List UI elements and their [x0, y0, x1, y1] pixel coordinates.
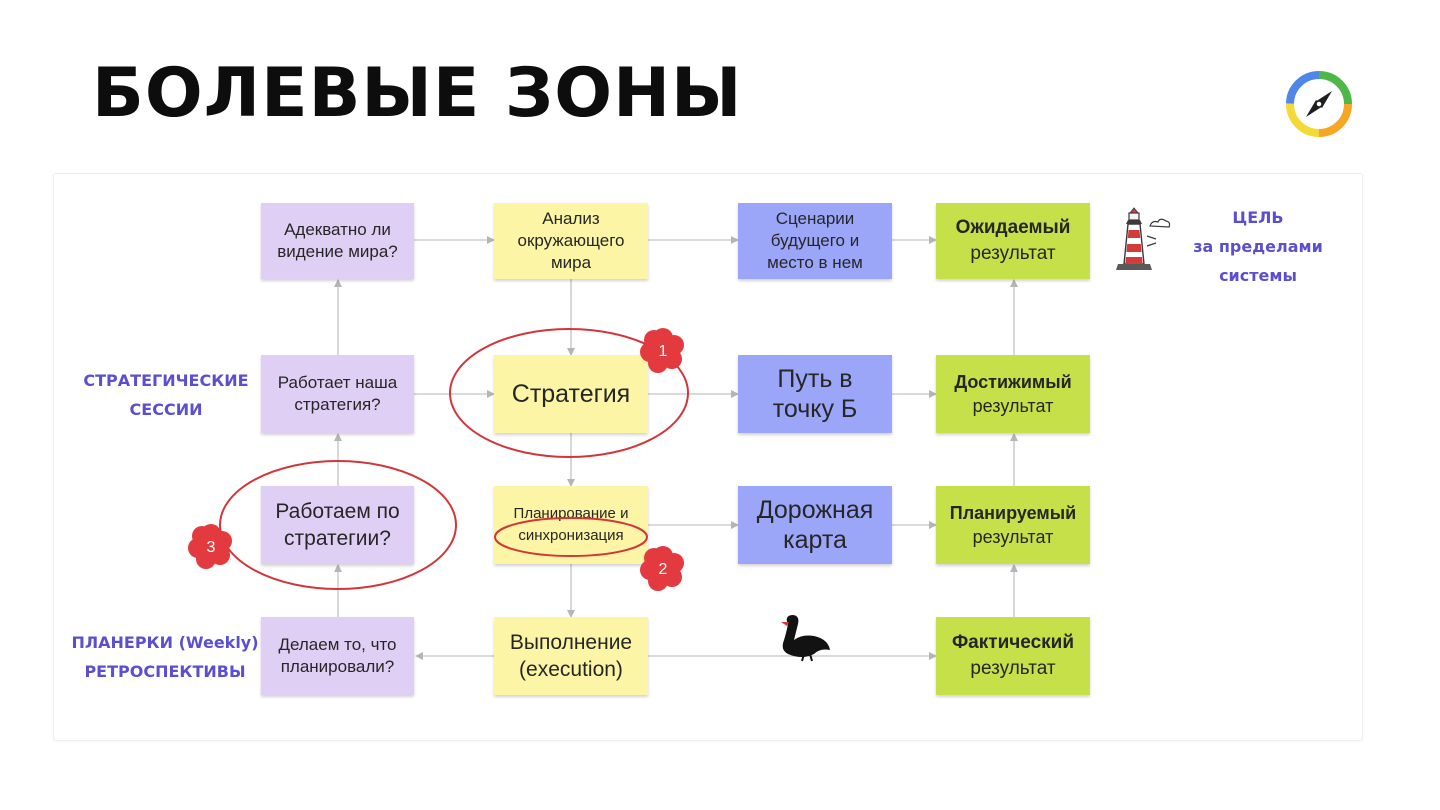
node-planned-result-rest: результат: [972, 527, 1054, 547]
note-goal-outside-system: ЦЕЛЬ за пределами системы: [1193, 208, 1323, 285]
node-doing-planned-question: Делаем то, что планировали?: [261, 617, 414, 695]
node-expected-result-bold: Ожидаемый: [955, 217, 1071, 239]
node-planning-sync: Планирование и синхронизация: [494, 486, 648, 564]
node-actual-result: Фактический результат: [936, 617, 1090, 695]
lighthouse-icon: [1116, 207, 1171, 270]
node-planned-result: Планируемый результат: [936, 486, 1090, 564]
node-world-view-question: Адекватно ли видение мира?: [261, 203, 414, 279]
node-achievable-result-rest: результат: [972, 396, 1054, 416]
page-title: БОЛЕВЫЕ ЗОНЫ: [92, 54, 743, 133]
node-achievable-result-bold: Достижимый: [954, 371, 1072, 392]
node-planned-result-bold: Планируемый: [949, 502, 1077, 523]
note-meetings-retrospectives: ПЛАНЕРКИ (Weekly) РЕТРОСПЕКТИВЫ: [71, 633, 259, 681]
node-achievable-result: Достижимый результат: [936, 355, 1090, 433]
note-strategic-sessions: СТРАТЕГИЧЕСКИЕ СЕССИИ: [83, 371, 249, 419]
node-environment-analysis: Анализ окружающего мира: [494, 203, 648, 279]
node-strategy: Стратегия: [494, 355, 648, 433]
node-roadmap: Дорожная карта: [738, 486, 892, 564]
node-path-to-b: Путь в точку Б: [738, 355, 892, 433]
node-expected-result: Ожидаемый результат: [936, 203, 1090, 279]
node-following-strategy-question: Работаем по стратегии?: [261, 486, 414, 564]
node-actual-result-rest: результат: [970, 658, 1056, 679]
node-expected-result-rest: результат: [970, 243, 1056, 264]
node-execution: Выполнение (execution): [494, 617, 648, 695]
node-actual-result-bold: Фактический: [951, 632, 1075, 654]
compass-icon: [1286, 71, 1352, 137]
node-future-scenarios: Сценарии будущего и место в нем: [738, 203, 892, 279]
black-swan-icon: [781, 615, 830, 662]
node-strategy-works-question: Работает наша стратегия?: [261, 355, 414, 433]
